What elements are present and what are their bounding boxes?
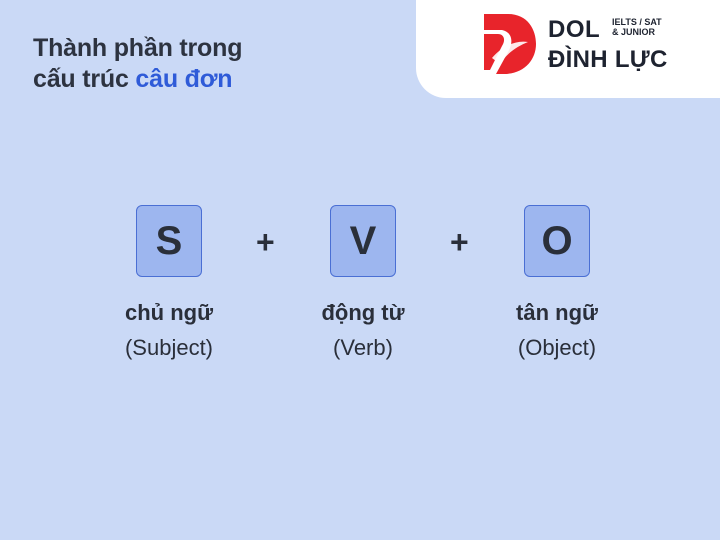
plus-operator-2: +	[450, 224, 469, 260]
subject-letter-box: S	[136, 205, 202, 277]
verb-label: động từ	[321, 300, 405, 325]
title-line-2: cấu trúc câu đơn	[33, 64, 242, 95]
subject-english-label: (Subject)	[124, 335, 214, 360]
object-letter-box: O	[524, 205, 590, 277]
logo-tagline-line-2: & JUNIOR	[612, 27, 656, 37]
logo-name: ĐÌNH LỰC	[548, 46, 668, 73]
logo-tagline: IELTS / SAT & JUNIOR	[612, 17, 662, 37]
title-line-1: Thành phần trong	[33, 34, 243, 62]
title-line-2-prefix: cấu trúc	[33, 65, 136, 93]
verb-letter-box: V	[330, 205, 396, 277]
subject-label: chủ ngữ	[124, 300, 214, 325]
logo-tagline-line-1: IELTS / SAT	[612, 17, 662, 27]
logo-panel: DOL IELTS / SAT & JUNIOR ĐÌNH LỰC	[416, 0, 720, 98]
logo-brand: DOL	[548, 16, 601, 43]
object-english-label: (Object)	[517, 335, 597, 360]
title-accent: câu đơn	[135, 65, 233, 93]
dol-logo-icon	[484, 14, 536, 74]
verb-english-label: (Verb)	[333, 335, 393, 360]
object-label: tân ngữ	[516, 300, 598, 325]
plus-operator-1: +	[256, 224, 275, 260]
page-title: Thành phần trong cấu trúc câu đơn	[33, 33, 242, 95]
